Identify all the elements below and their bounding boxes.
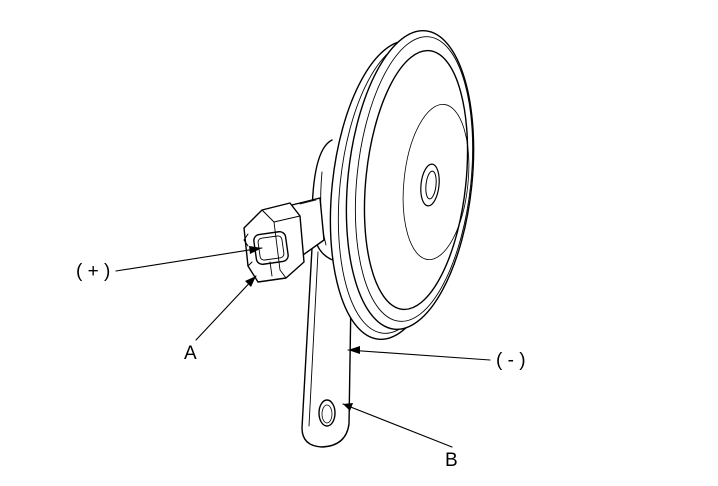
horn-center-boss (420, 163, 440, 207)
horn-body (329, 29, 475, 341)
label-bracket-b: B (445, 450, 458, 471)
leader-negative (347, 349, 491, 361)
bracket-mount-hole (318, 399, 336, 427)
horn-front-face (363, 49, 469, 311)
leader-connector-a (195, 275, 257, 341)
leader-positive (115, 247, 263, 272)
label-positive-terminal: ( + ) (76, 261, 111, 282)
mounting-bracket (301, 247, 352, 448)
leader-bracket-b (342, 403, 453, 448)
label-connector-a: A (184, 343, 197, 364)
label-negative-terminal: ( - ) (496, 350, 526, 371)
connector-a (243, 202, 305, 283)
